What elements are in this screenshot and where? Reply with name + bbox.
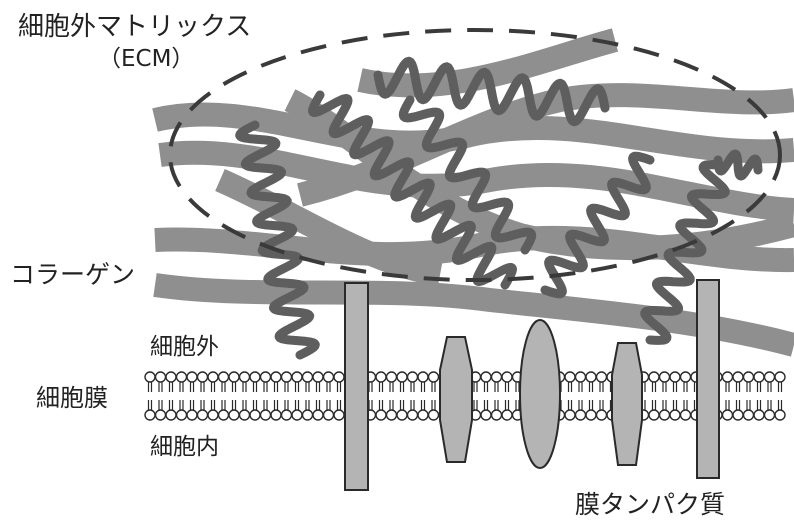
ecm-boundary-ellipse [168, 28, 782, 282]
intracellular-label: 細胞内 [150, 434, 219, 460]
cell-membrane-label: 細胞膜 [36, 384, 108, 412]
membrane-proteins [344, 279, 720, 491]
collagen-fiber [297, 83, 794, 207]
membrane-protein-label: 膜タンパク質 [575, 490, 726, 519]
collagen-coil [398, 95, 537, 255]
ecm-abbr-label: （ECM） [98, 46, 195, 72]
collagen-coil [640, 160, 730, 345]
membrane-protein [439, 336, 473, 463]
collagen-coils [235, 56, 763, 360]
collagen-coil [713, 149, 763, 181]
ecm-title-label: 細胞外マトリックス [18, 12, 252, 42]
collagen-coil [235, 120, 320, 360]
collagen-coil [308, 90, 517, 290]
extracellular-label: 細胞外 [150, 334, 219, 360]
membrane-protein [344, 282, 369, 491]
membrane-protein [611, 342, 643, 466]
collagen-coil [373, 56, 610, 127]
collagen-coil [540, 151, 655, 299]
membrane-protein [519, 319, 561, 469]
collagen-label: コラーゲン [10, 260, 136, 289]
membrane-protein [696, 279, 720, 479]
